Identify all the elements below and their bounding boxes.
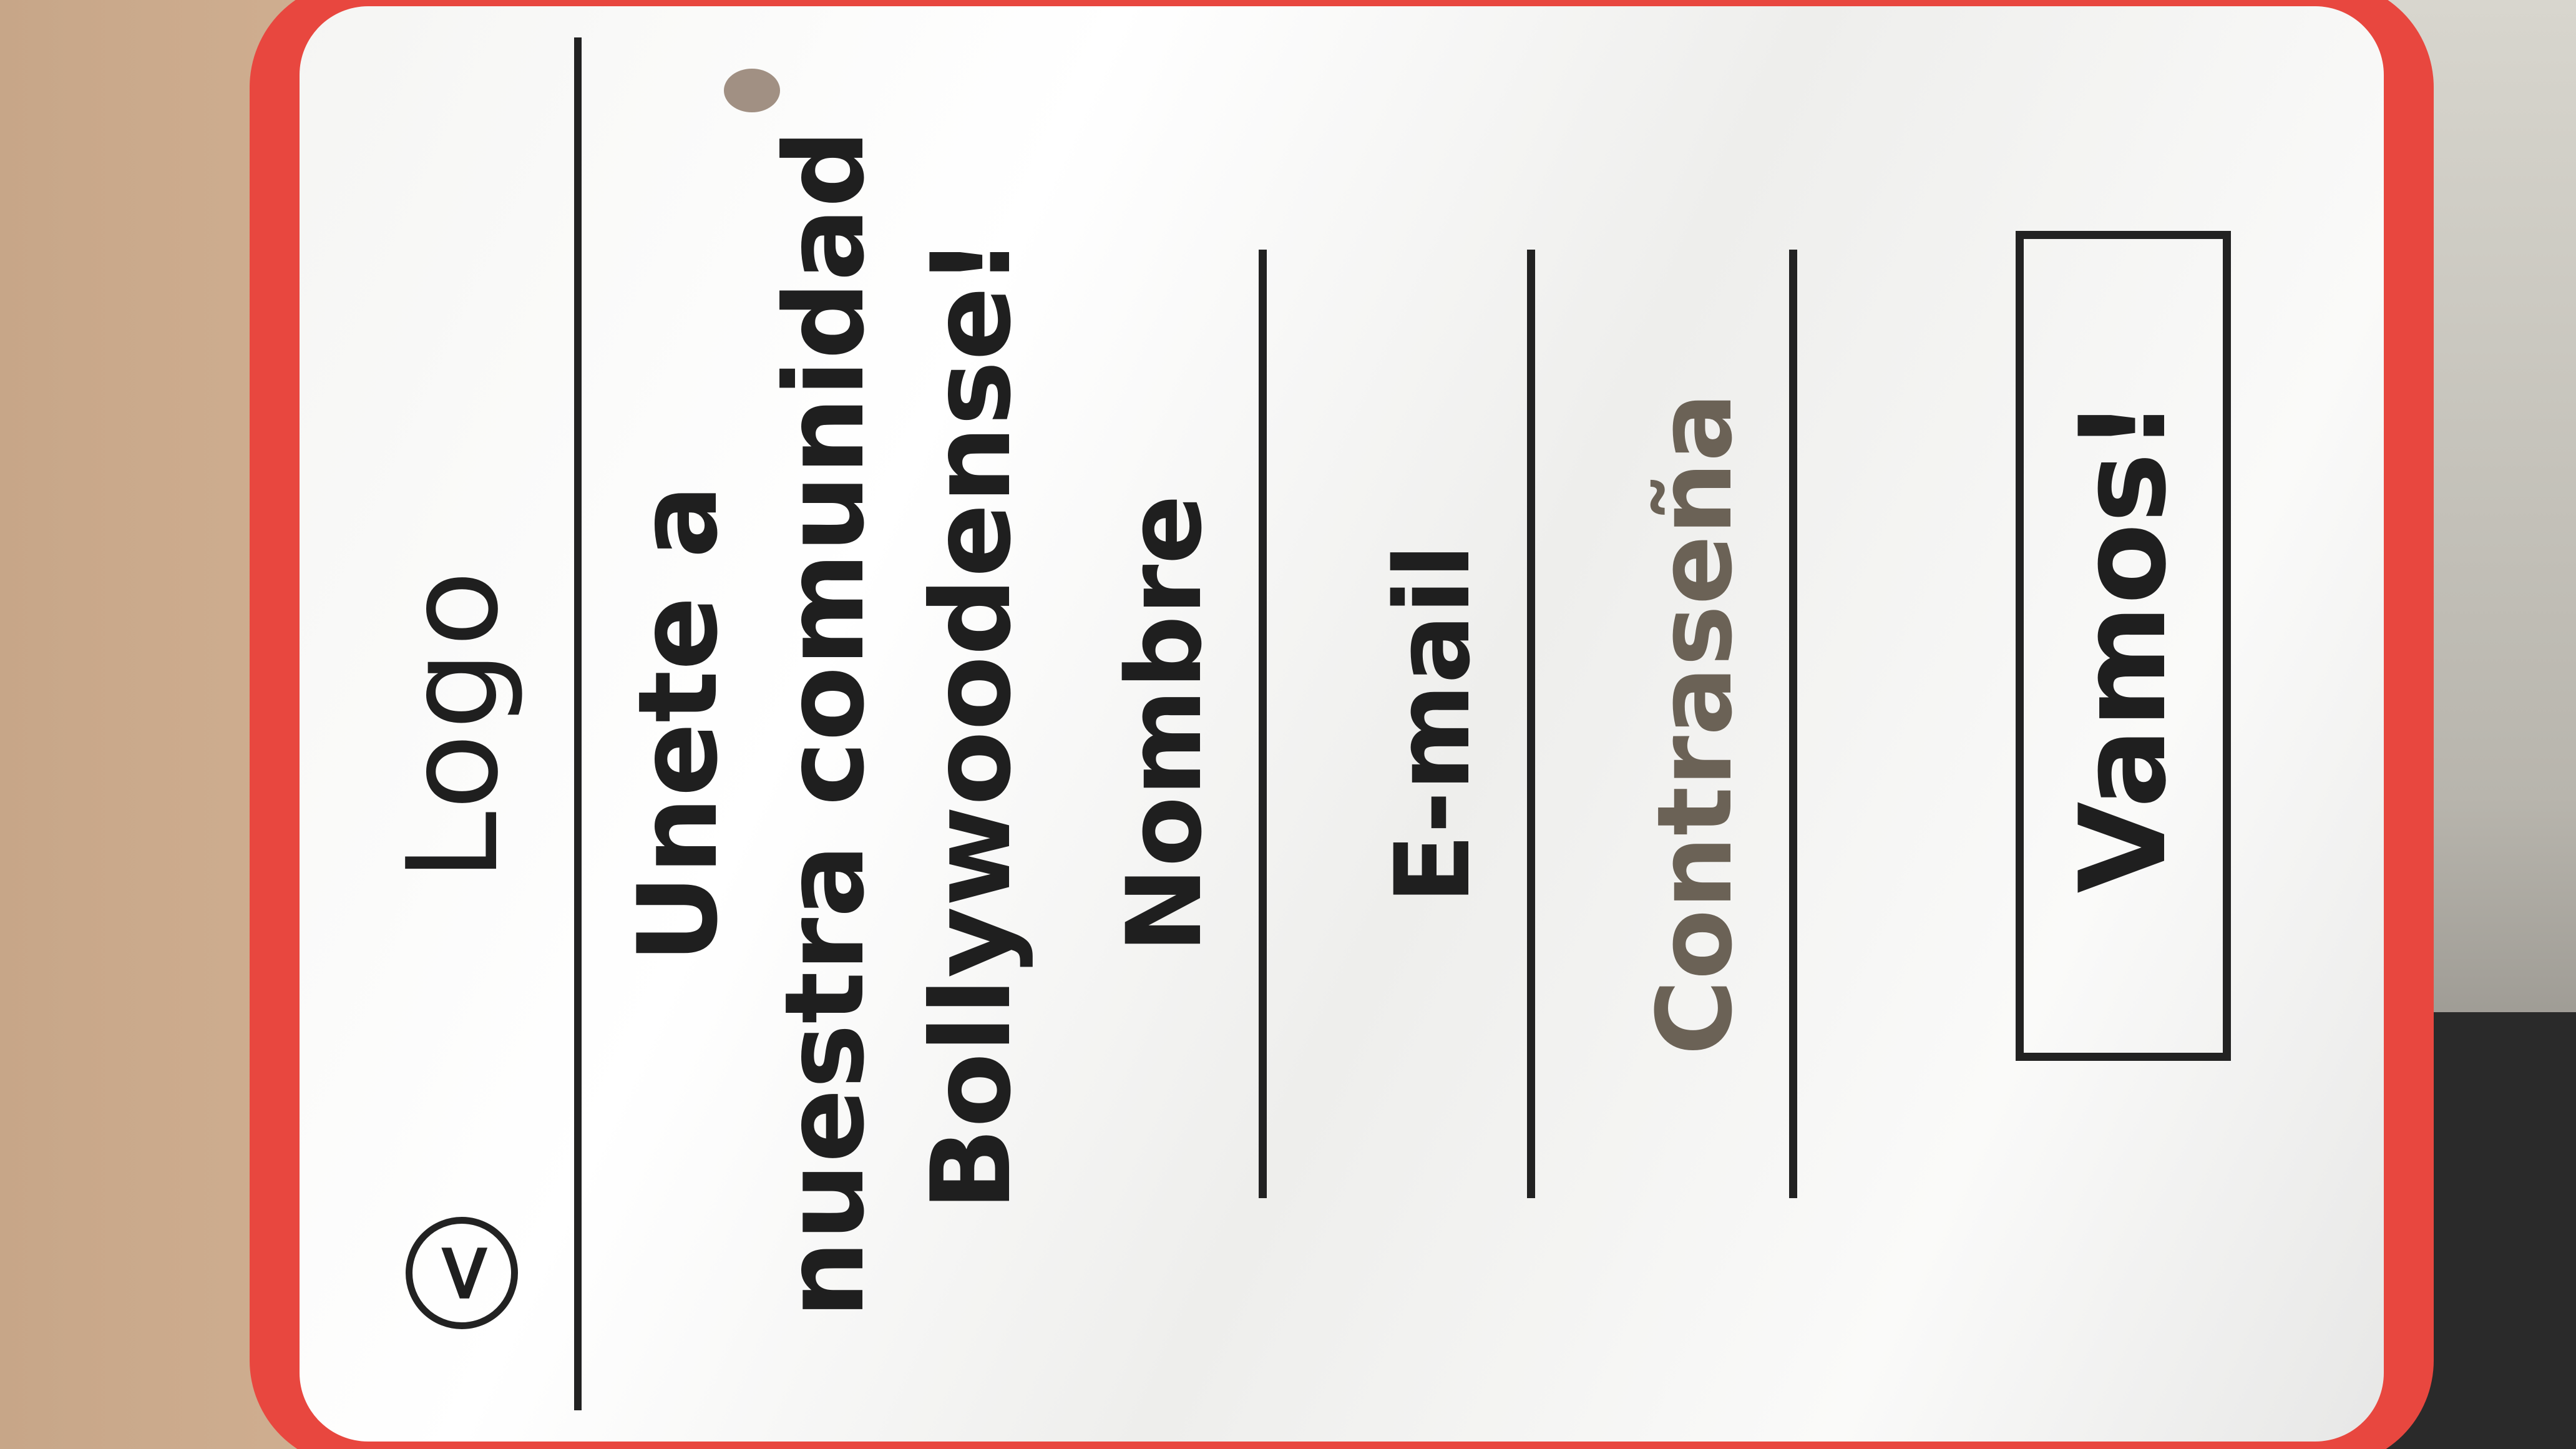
password-input-line[interactable]	[1789, 250, 1797, 1198]
email-field[interactable]: E-mail	[1373, 250, 1535, 1198]
logo: Logo	[381, 567, 526, 881]
email-input-line[interactable]	[1527, 250, 1535, 1198]
password-field[interactable]: Contraseña	[1635, 250, 1797, 1198]
title-line-1: Unete a	[615, 484, 742, 964]
password-label: Contraseña	[1635, 392, 1755, 1056]
title-line-3: Bollywoodense!	[909, 237, 1035, 1211]
email-label: E-mail	[1373, 544, 1493, 904]
submit-label: Vamos!	[2054, 398, 2192, 894]
name-label: Nombre	[1105, 494, 1224, 954]
app-bar: < Logo	[312, 37, 582, 1410]
name-field[interactable]: Nombre	[1105, 250, 1267, 1198]
whiteboard: < Logo Unete a nuestra comunidad Bollywo…	[300, 6, 2384, 1442]
signup-screen-sketch: < Logo Unete a nuestra comunidad Bollywo…	[312, 37, 2371, 1410]
title-line-2: nuestra comunidad	[762, 129, 889, 1319]
name-input-line[interactable]	[1259, 250, 1267, 1198]
page-title: Unete a nuestra comunidad Bollywoodense!	[605, 37, 1045, 1410]
submit-button[interactable]: Vamos!	[2016, 231, 2231, 1061]
board-stain	[724, 69, 780, 112]
